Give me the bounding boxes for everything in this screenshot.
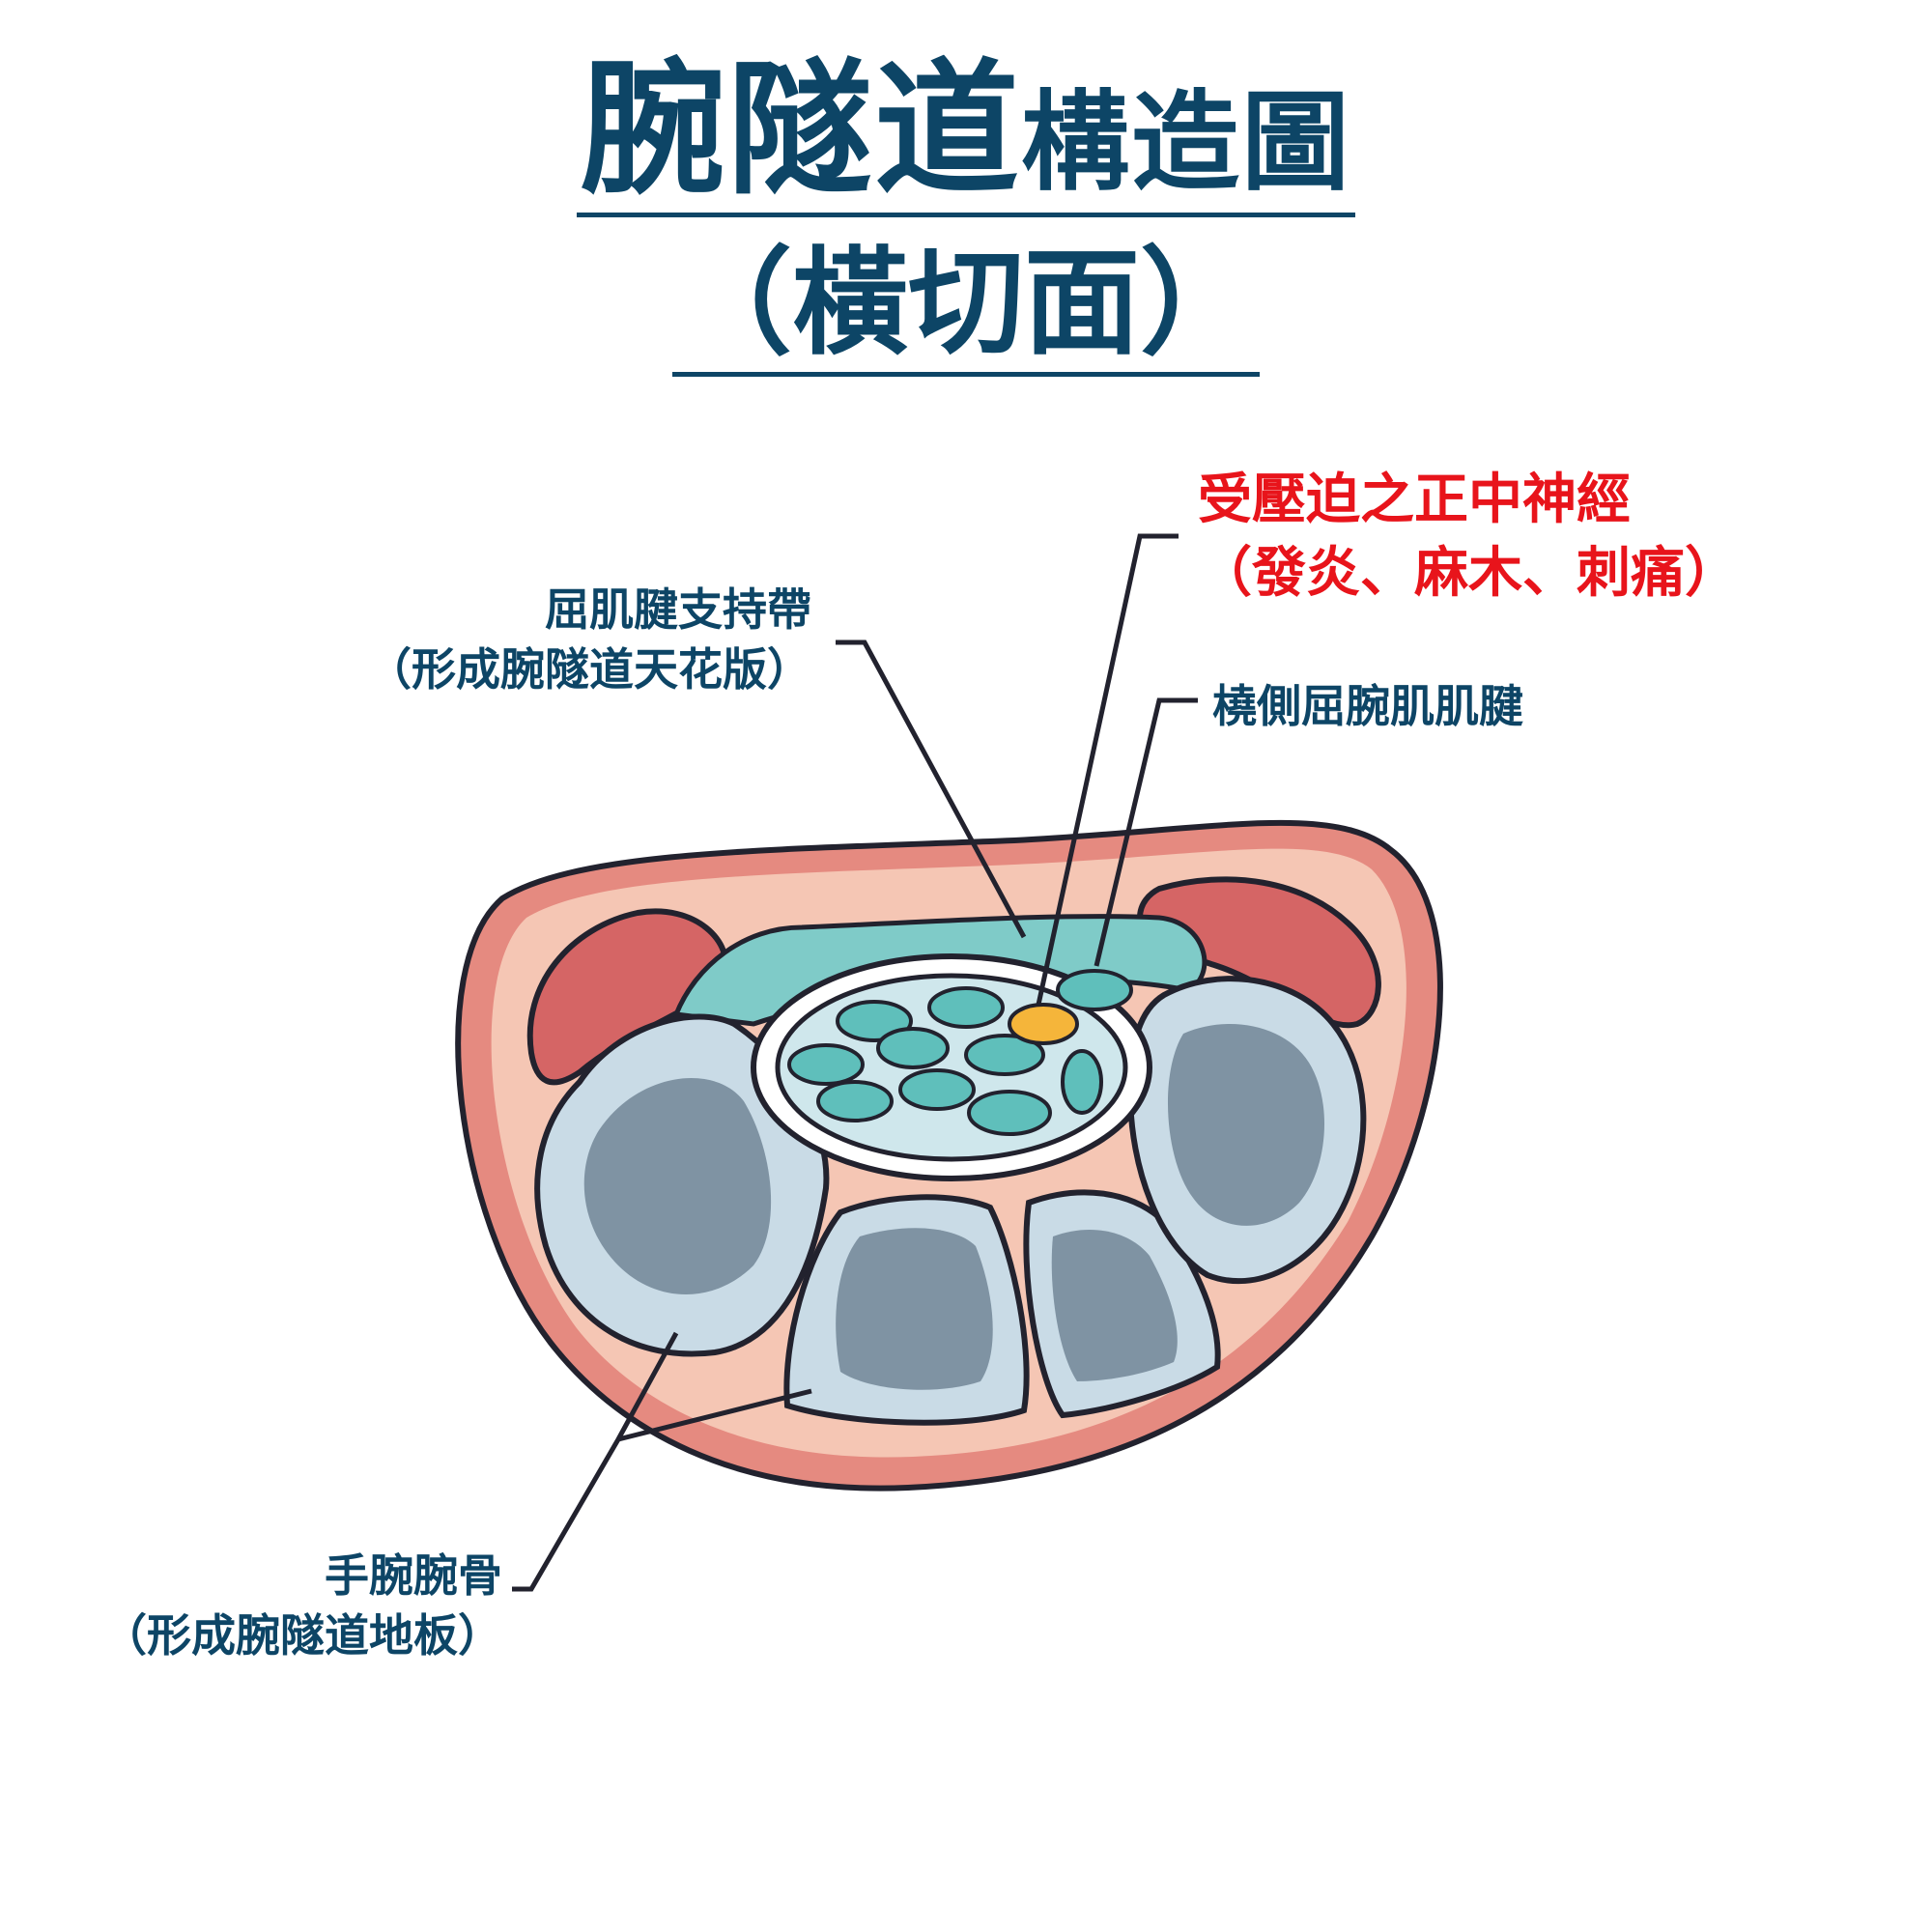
leader-carpal-bones-branch [617, 1388, 812, 1442]
title-line-2: （橫切面） [672, 246, 1260, 377]
flexor-tendons [787, 969, 1133, 1136]
leader-retinaculum [836, 639, 1027, 939]
label-carpal-bones-line1: 手腕腕骨 [325, 1549, 502, 1602]
tendon [927, 986, 1005, 1029]
tendon [816, 1080, 894, 1122]
leader-carpal-bones [512, 1331, 679, 1592]
tendon [898, 1068, 976, 1111]
carpal-bone-center-right-core [1051, 1229, 1178, 1381]
title-line-1: 腕隧道構造圖 [576, 58, 1355, 217]
title-block: 腕隧道構造圖 （橫切面） [0, 58, 1932, 377]
tendon [967, 1090, 1052, 1136]
label-fcr-tendon: 橈側屈腕肌肌腱 [1212, 676, 1523, 736]
carpal-bone-center-left-core [836, 1228, 993, 1390]
tendon [876, 1027, 950, 1069]
label-carpal-bones-line2: （形成腕隧道地板） [102, 1609, 502, 1662]
tendon [1061, 1049, 1103, 1115]
label-median-nerve: 受壓迫之正中神經 （發炎、麻木、刺痛） [1198, 464, 1739, 611]
label-retinaculum: 屈肌腱支持帶 （形成腕隧道天花版） [290, 580, 811, 699]
leader-fcr-tendon [1094, 697, 1198, 967]
label-retinaculum-line2: （形成腕隧道天花版） [367, 643, 811, 696]
median-nerve [1008, 1003, 1079, 1045]
leader-median-nerve [1036, 533, 1179, 1006]
title-main: 腕隧道 [580, 46, 1021, 214]
label-retinaculum-line1: 屈肌腱支持帶 [545, 583, 811, 636]
fcr-tendon [1056, 969, 1133, 1011]
leader-lines [512, 533, 1198, 1592]
label-carpal-bones: 手腕腕骨 （形成腕隧道地板） [39, 1546, 502, 1665]
label-fcr-tendon-line1: 橈側屈腕肌肌腱 [1212, 680, 1523, 732]
carpal-bone-right-core [1167, 1024, 1325, 1226]
title-sub: 構造圖 [1021, 80, 1351, 206]
label-median-nerve-line1: 受壓迫之正中神經 [1198, 469, 1631, 531]
tendon [787, 1043, 865, 1086]
label-median-nerve-line2: （發炎、麻木、刺痛） [1198, 542, 1739, 605]
carpal-bone-left-core [583, 1078, 772, 1294]
tendon [964, 1034, 1045, 1076]
